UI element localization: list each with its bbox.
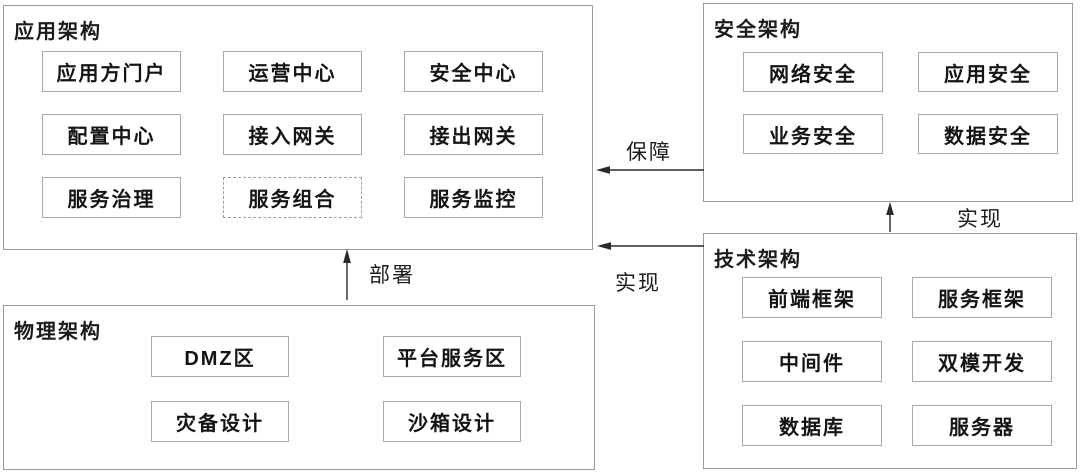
arrow-implement-application <box>597 242 704 250</box>
arrow-guarantee <box>596 166 704 174</box>
node-application-portal: 应用方门户 <box>42 51 181 92</box>
node-middleware: 中间件 <box>742 341 882 382</box>
arrow-label-deploy: 部署 <box>369 263 415 287</box>
panel-physical-title: 物理架构 <box>14 321 102 343</box>
node-config-center: 配置中心 <box>42 114 181 155</box>
panel-physical-architecture: 物理架构 DMZ区 平台服务区 灾备设计 沙箱设计 <box>3 305 595 470</box>
node-network-security: 网络安全 <box>743 52 883 92</box>
panel-security-architecture: 安全架构 网络安全 应用安全 业务安全 数据安全 <box>703 3 1073 202</box>
node-service-monitoring: 服务监控 <box>404 177 543 218</box>
node-database: 数据库 <box>742 405 882 446</box>
panel-technology-architecture: 技术架构 前端框架 服务框架 中间件 双模开发 数据库 服务器 <box>703 233 1077 469</box>
node-server: 服务器 <box>912 405 1052 446</box>
node-disaster-recovery-design: 灾备设计 <box>151 401 289 442</box>
node-service-composition: 服务组合 <box>223 177 362 218</box>
arrow-label-implement-security: 实现 <box>957 207 1003 231</box>
node-dmz-zone: DMZ区 <box>151 336 289 377</box>
arrow-deploy <box>343 249 351 300</box>
node-application-security: 应用安全 <box>918 52 1058 92</box>
arrow-label-guarantee: 保障 <box>626 140 672 164</box>
node-service-governance: 服务治理 <box>42 177 181 218</box>
security-boxes-grid: 网络安全 应用安全 业务安全 数据安全 <box>743 52 1058 154</box>
node-platform-service-zone: 平台服务区 <box>383 336 521 377</box>
technology-boxes-grid: 前端框架 服务框架 中间件 双模开发 数据库 服务器 <box>742 277 1052 446</box>
panel-application-title: 应用架构 <box>14 21 102 43</box>
node-operations-center: 运营中心 <box>223 51 362 92</box>
node-security-center: 安全中心 <box>404 51 543 92</box>
node-outbound-gateway: 接出网关 <box>404 114 543 155</box>
arrow-label-implement-application: 实现 <box>615 271 661 295</box>
panel-application-architecture: 应用架构 应用方门户 运营中心 安全中心 配置中心 接入网关 接出网关 服务治理… <box>3 5 593 250</box>
node-business-security: 业务安全 <box>743 114 883 154</box>
panel-security-title: 安全架构 <box>714 19 802 41</box>
node-frontend-framework: 前端框架 <box>742 277 882 318</box>
node-dual-mode-dev: 双模开发 <box>912 341 1052 382</box>
node-data-security: 数据安全 <box>918 114 1058 154</box>
node-inbound-gateway: 接入网关 <box>223 114 362 155</box>
panel-technology-title: 技术架构 <box>714 249 802 271</box>
node-service-framework: 服务框架 <box>912 277 1052 318</box>
application-boxes-grid: 应用方门户 运营中心 安全中心 配置中心 接入网关 接出网关 服务治理 服务组合… <box>42 51 543 218</box>
arrow-implement-security <box>886 202 894 232</box>
node-sandbox-design: 沙箱设计 <box>383 401 521 442</box>
physical-boxes-grid: DMZ区 平台服务区 灾备设计 沙箱设计 <box>151 336 521 442</box>
